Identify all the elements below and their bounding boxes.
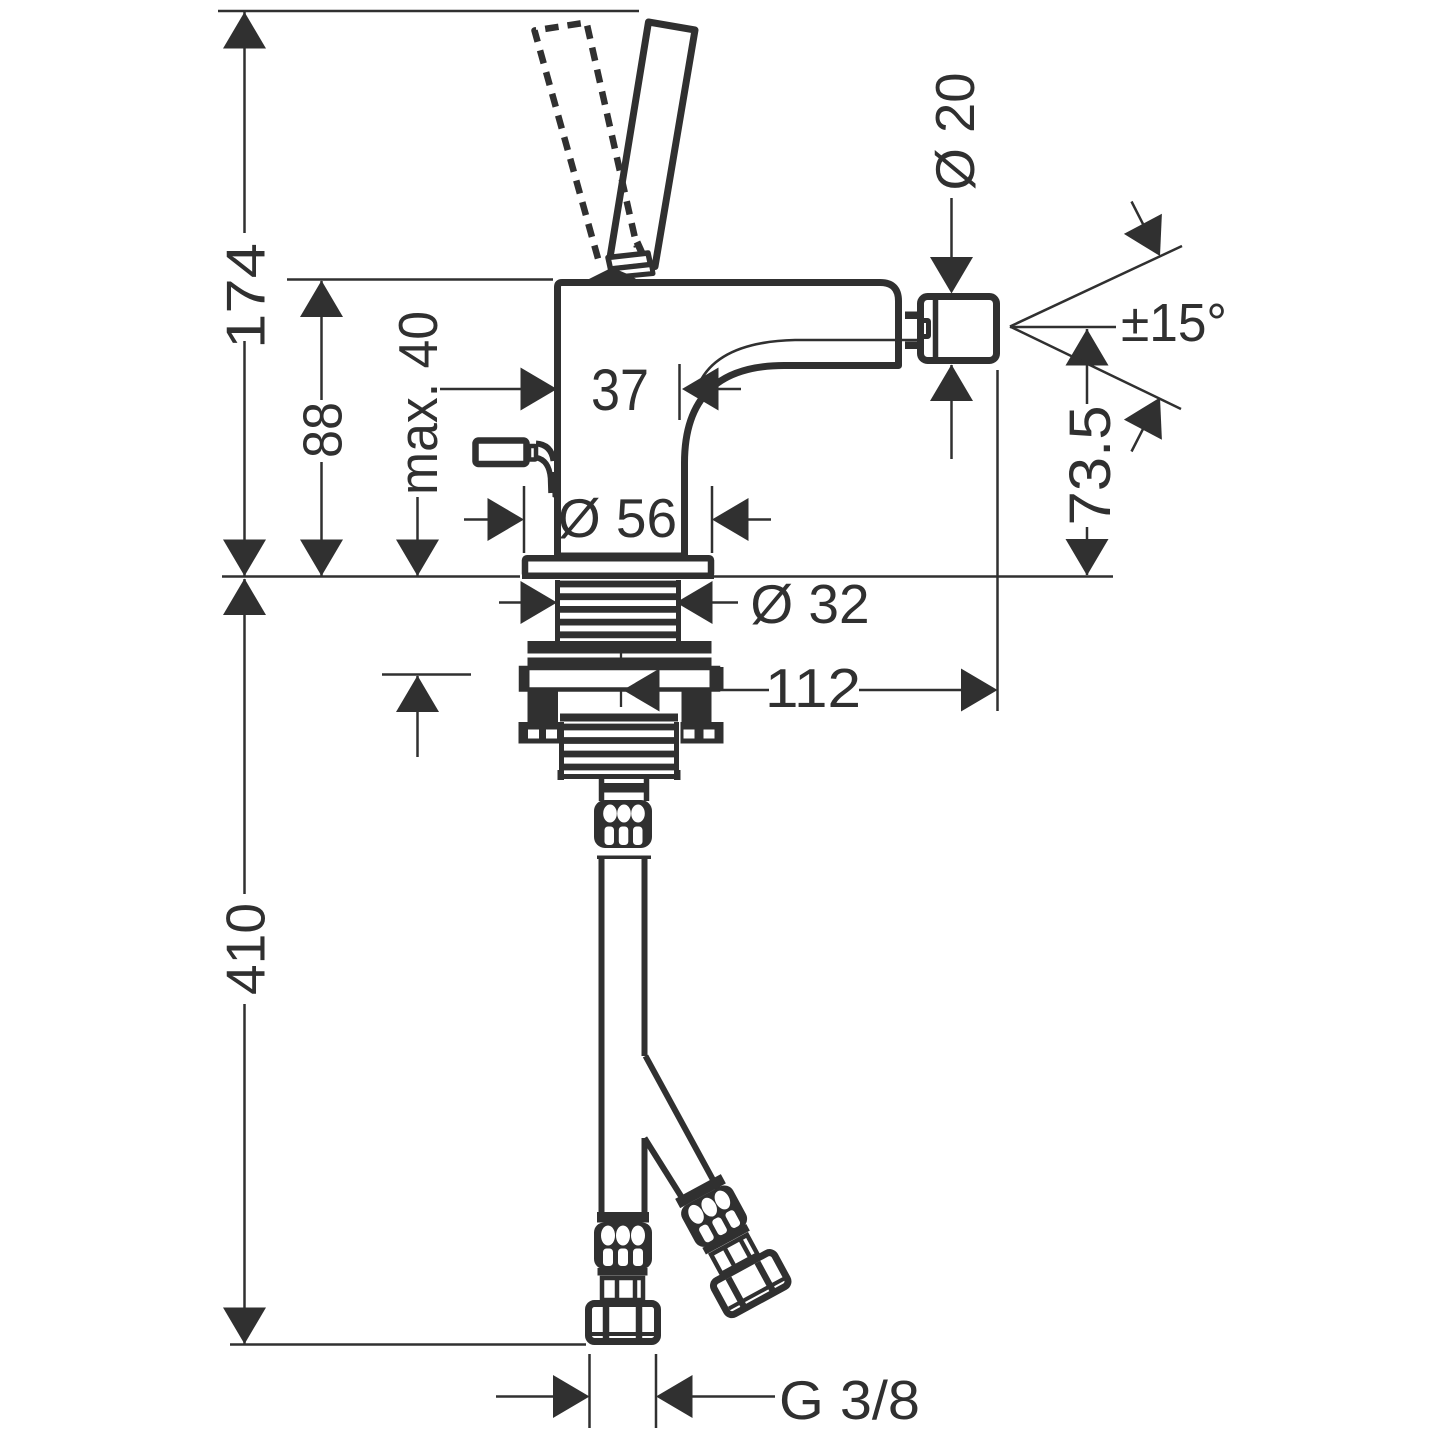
svg-text:G 3/8: G 3/8 [779, 1369, 920, 1431]
svg-text:37: 37 [591, 358, 649, 423]
svg-text:±15°: ±15° [1121, 293, 1227, 353]
svg-text:Ø 32: Ø 32 [750, 573, 869, 635]
svg-text:410: 410 [215, 903, 277, 995]
svg-text:112: 112 [765, 657, 861, 719]
svg-text:max. 40: max. 40 [387, 311, 449, 495]
svg-text:Ø 20: Ø 20 [924, 73, 986, 191]
svg-text:174: 174 [215, 243, 277, 349]
svg-text:73.5: 73.5 [1058, 406, 1123, 526]
svg-text:88: 88 [292, 402, 354, 458]
svg-text:Ø 56: Ø 56 [558, 487, 677, 549]
